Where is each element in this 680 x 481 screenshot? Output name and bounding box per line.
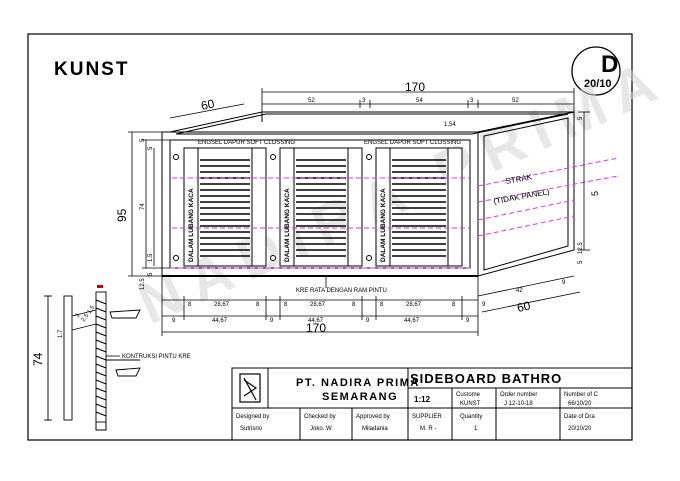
dim-outer-2: 44,67 xyxy=(308,318,324,324)
dim-side-depth-small: 42 xyxy=(516,288,523,294)
dim-height: 95 xyxy=(115,208,129,222)
tb-designed-value: Sutrisno xyxy=(240,426,263,432)
tb-customer-label: Custome xyxy=(456,392,481,398)
dim-door-3: 28,67 xyxy=(406,302,422,308)
dim-side-depth: 60 xyxy=(516,298,532,315)
company-logo-icon xyxy=(239,373,261,403)
dim-top-seg-1: 52 xyxy=(308,98,315,104)
dim-outer-1: 44,67 xyxy=(212,318,228,324)
tb-quantity-value: 1 xyxy=(474,426,478,432)
tb-date-value: 20/10/20 xyxy=(568,426,592,432)
dim-nine-2: 9 xyxy=(270,318,274,324)
tb-checked-value: Joko. W xyxy=(310,426,332,432)
tb-checked-label: Checked by xyxy=(304,414,336,420)
tb-drawing-title: SIDEBOARD BATHRO xyxy=(410,371,562,386)
title-block xyxy=(231,367,633,441)
dim-section-small-2: 3 xyxy=(75,312,82,319)
door-right-louvers xyxy=(392,159,446,257)
dim-gap-4: 8 xyxy=(352,302,356,308)
dim-left-small-5: 5 xyxy=(148,272,154,276)
dim-gap-2: 8 xyxy=(256,302,260,308)
door-right-stamp: DALAM LUBANG KACA xyxy=(380,188,387,262)
dim-top-width: 170 xyxy=(405,80,425,94)
dim-door-1: 28,67 xyxy=(214,302,230,308)
tb-customer-value: KUNST xyxy=(460,401,481,407)
tb-scale: 1:12 xyxy=(414,395,431,404)
dim-section-height: 74 xyxy=(31,352,45,366)
dim-right-small-1: 5 xyxy=(578,116,584,120)
dim-depth-top: 60 xyxy=(200,96,216,113)
sheet-letter: D xyxy=(601,51,618,78)
construction-lines xyxy=(170,157,619,269)
tb-number-value: 66/10/20 xyxy=(568,401,592,407)
customer-heading: KUNST xyxy=(54,59,129,80)
door-left: DALAM LUBANG KACA xyxy=(183,147,267,267)
dim-gap-3: 8 xyxy=(284,302,288,308)
dim-gap-1: 8 xyxy=(188,302,192,308)
dim-section-small-3: 2.5 xyxy=(81,312,91,323)
dim-left-small-2: 5 xyxy=(148,146,154,150)
section-detail xyxy=(44,291,141,431)
bottom-dimension-lines xyxy=(161,275,581,336)
sheet-date: 20/10 xyxy=(584,78,612,90)
right-dimension-lines xyxy=(578,111,590,251)
dim-top-seg-2: 3 xyxy=(362,98,366,104)
dim-top-seg-4: 3 xyxy=(470,98,474,104)
door-left-stamp: DALAM LUBANG KACA xyxy=(188,188,195,262)
tb-supplier-value: M. R - xyxy=(420,426,436,432)
dim-nine-1: 9 xyxy=(172,318,176,324)
kre-label: KRE RATA DENGAN RAM PINTU xyxy=(296,288,387,294)
tb-approved-label: Approved by xyxy=(356,414,390,420)
dim-left-small-3: 1.5 xyxy=(148,253,154,262)
dim-nine-3: 9 xyxy=(366,318,370,324)
dim-gap-6: 8 xyxy=(452,302,456,308)
top-dimension-lines xyxy=(169,88,575,119)
dim-right-small-3: 5 xyxy=(578,260,584,264)
left-dimension-lines xyxy=(128,131,170,277)
door-middle-stamp: DALAM LUBANG KACA xyxy=(284,188,291,262)
dim-side-end: 9 xyxy=(562,280,566,286)
tb-company-1: PT. NADIRA PRIMA xyxy=(296,377,420,389)
section-teeth xyxy=(95,299,107,417)
tb-order-label: Order number xyxy=(500,392,537,398)
sheet-badge-circle xyxy=(571,46,621,96)
hinge-marks xyxy=(173,154,372,261)
door-middle-louvers xyxy=(296,159,346,257)
dim-top-inner: 1,54 xyxy=(444,122,456,128)
dim-door-2: 28,67 xyxy=(310,302,326,308)
tidak-panel-label: (TIDAK PANEL) xyxy=(493,187,551,206)
hinge-label-right: ENGSEL DAPUR SOFT CLOSSING xyxy=(364,140,461,146)
section-red-mark xyxy=(97,285,103,288)
dim-side-left-nine: 9 xyxy=(482,302,486,308)
tb-company-2: SEMARANG xyxy=(322,391,398,403)
dim-bottom-width: 170 xyxy=(306,321,326,335)
konstruksi-label: KONTRUKSI PINTU KRE xyxy=(122,354,191,360)
tb-supplier-label: SUPPLIER xyxy=(412,414,442,420)
dim-nine-4: 9 xyxy=(466,318,470,324)
dim-top-seg-3: 54 xyxy=(416,98,423,104)
dim-left-small-1: 5 xyxy=(140,138,146,142)
dim-outer-3: 44,67 xyxy=(404,318,420,324)
tb-order-value: J 12-10-18 xyxy=(504,401,533,407)
dim-top-seg-5: 52 xyxy=(512,98,519,104)
dim-height-inner: 74 xyxy=(140,203,146,210)
dim-left-small-4: 12.5 xyxy=(140,278,146,290)
door-left-louvers xyxy=(200,159,250,257)
tb-approved-value: Miladania xyxy=(362,426,388,432)
tb-date-label: Date of Dra xyxy=(564,414,595,420)
tb-designed-label: Designed by xyxy=(236,414,269,420)
door-right: DALAM LUBANG KACA xyxy=(375,147,463,267)
tb-number-label: Number of C xyxy=(564,392,599,398)
dim-gap-5: 8 xyxy=(380,302,384,308)
dim-section-small-4: 1.5 xyxy=(87,304,97,315)
hinge-label-left: ENGSEL DAPUR SOFT CLOSSING xyxy=(198,140,295,146)
dim-side-front: 5 xyxy=(590,191,600,196)
tb-quantity-label: Quantity xyxy=(460,414,482,420)
dim-right-small-2: 12.5 xyxy=(578,242,584,254)
dim-section-small-1: 1.7 xyxy=(58,329,64,338)
cabinet-side xyxy=(477,111,575,277)
